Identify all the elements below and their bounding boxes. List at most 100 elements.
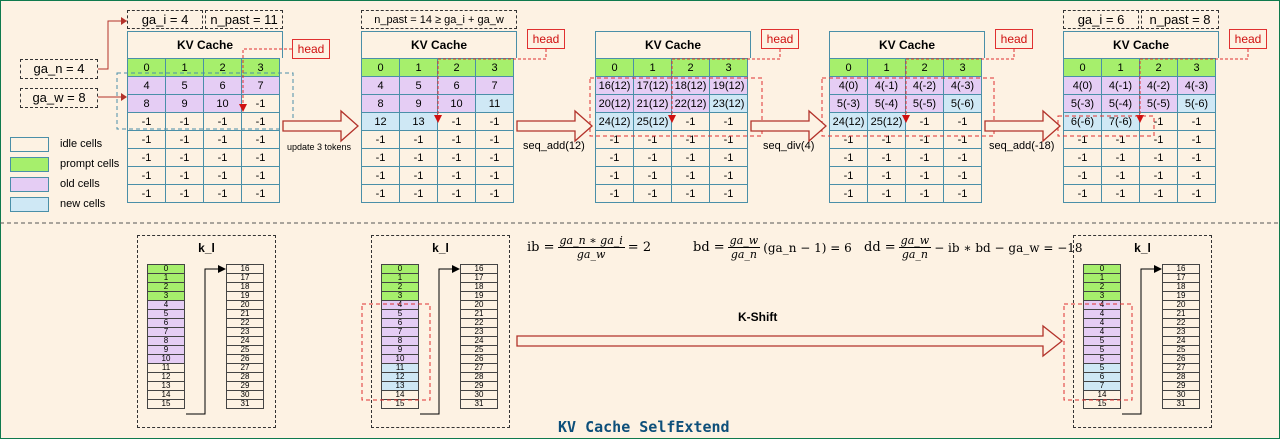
kv-cell: -1	[633, 166, 672, 185]
kv-cell: 5	[399, 76, 438, 95]
kv-cell: 4(-2)	[1139, 76, 1178, 95]
kv-cell: 24(12)	[595, 112, 634, 131]
kv-cell: -1	[595, 184, 634, 203]
formula-dd-lhs: dd =	[864, 240, 896, 255]
kv-cell: -1	[829, 148, 868, 167]
kv-row: -1-1-1-1	[595, 130, 748, 149]
kv-cell: -1	[943, 112, 982, 131]
legend-swatch-old	[10, 177, 49, 192]
kv-row: -1-1-1-1	[829, 184, 982, 203]
kv-cell: 24(12)	[829, 112, 868, 131]
kv-cell: 16(12)	[595, 76, 634, 95]
kv-cell: -1	[361, 148, 400, 167]
kv-cell: -1	[361, 130, 400, 149]
kv-cell: -1	[1101, 184, 1140, 203]
t2-n-past-box: n_past = 14 ≥ ga_i + ga_w	[361, 10, 517, 29]
kl-right-cell: 31	[226, 399, 264, 409]
legend-label-prompt: prompt cells	[60, 158, 120, 170]
kv-cell: 5	[165, 76, 204, 95]
kv-row: -1-1-1-1	[127, 184, 280, 203]
kv-cell: -1	[829, 166, 868, 185]
kv-cell: 3	[943, 58, 982, 77]
kv-cell: -1	[829, 130, 868, 149]
kv-cell: -1	[437, 148, 476, 167]
kv-cell: -1	[241, 112, 280, 131]
kv-cell: 23(12)	[709, 94, 748, 113]
kv-cell: -1	[399, 148, 438, 167]
kv-cell: 0	[361, 58, 400, 77]
kv-row: -1-1-1-1	[127, 112, 280, 131]
kv-row: -1-1-1-1	[595, 166, 748, 185]
kv-cell: -1	[241, 94, 280, 113]
legend-label-old: old cells	[60, 178, 100, 190]
kv-cell: 19(12)	[709, 76, 748, 95]
kv-row: -1-1-1-1	[361, 130, 514, 149]
kv-cell: -1	[943, 148, 982, 167]
diagram-caption: KV Cache SelfExtend	[558, 418, 730, 436]
kv-cell: -1	[1101, 130, 1140, 149]
kv-row: -1-1-1-1	[361, 148, 514, 167]
kv-cell: -1	[475, 148, 514, 167]
kv-cell: 2	[437, 58, 476, 77]
kv-cell: -1	[203, 184, 242, 203]
kv-cell: -1	[1177, 130, 1216, 149]
legend-label-idle: idle cells	[60, 138, 103, 150]
kl-title-2: k_l	[432, 241, 449, 255]
kv-row: -1-1-1-1	[1063, 130, 1216, 149]
kv-row: -1-1-1-1	[361, 166, 514, 185]
kv-cell: 21(12)	[633, 94, 672, 113]
kv-row: -1-1-1-1	[1063, 166, 1216, 185]
head-label-1: head	[292, 39, 330, 59]
kv-cell: 5(-3)	[829, 94, 868, 113]
kv-cell: 10	[203, 94, 242, 113]
kv-cell: 6	[203, 76, 242, 95]
kv-row: -1-1-1-1	[829, 130, 982, 149]
formula-bd-rhs: (ga_n − 1) = 6	[763, 240, 852, 255]
kv-cell: -1	[1139, 166, 1178, 185]
kv-cell: -1	[709, 166, 748, 185]
kv-cell: -1	[709, 184, 748, 203]
kv-cell: -1	[399, 166, 438, 185]
kv-cell: -1	[437, 130, 476, 149]
kv-cell: -1	[1177, 184, 1216, 203]
kv-cell: -1	[1063, 166, 1102, 185]
kv-cell: 4(0)	[829, 76, 868, 95]
kv-cell: -1	[905, 148, 944, 167]
kv-cell: 2	[905, 58, 944, 77]
kv-row: 24(12)25(12)-1-1	[829, 112, 982, 131]
kv-cell: -1	[127, 166, 166, 185]
kv-cell: 5(-6)	[943, 94, 982, 113]
kv-row: -1-1-1-1	[829, 166, 982, 185]
kv-cache-title: KV Cache	[361, 31, 517, 58]
t5-ga-i-box: ga_i = 6	[1063, 10, 1139, 29]
kv-cell: -1	[867, 184, 906, 203]
kv-cell: -1	[1177, 166, 1216, 185]
kv-cell: -1	[943, 184, 982, 203]
kv-cell: 2	[671, 58, 710, 77]
t1-ga-i-text: ga_i = 4	[141, 12, 189, 27]
kv-cell: -1	[203, 148, 242, 167]
kv-cache-title: KV Cache	[829, 31, 985, 58]
kv-cell: -1	[867, 148, 906, 167]
formula-bd-lhs: bd =	[693, 240, 725, 255]
kv-cell: -1	[905, 166, 944, 185]
kv-cell: 3	[1177, 58, 1216, 77]
kl-left-cell: 15	[381, 399, 419, 409]
kv-cell: -1	[709, 130, 748, 149]
head-label-4: head	[995, 29, 1033, 49]
kv-cell: -1	[241, 148, 280, 167]
legend-swatch-idle	[10, 137, 49, 152]
kv-cell: 25(12)	[867, 112, 906, 131]
kv-cell: -1	[671, 130, 710, 149]
kv-row: 5(-3)5(-4)5(-5)5(-6)	[1063, 94, 1216, 113]
